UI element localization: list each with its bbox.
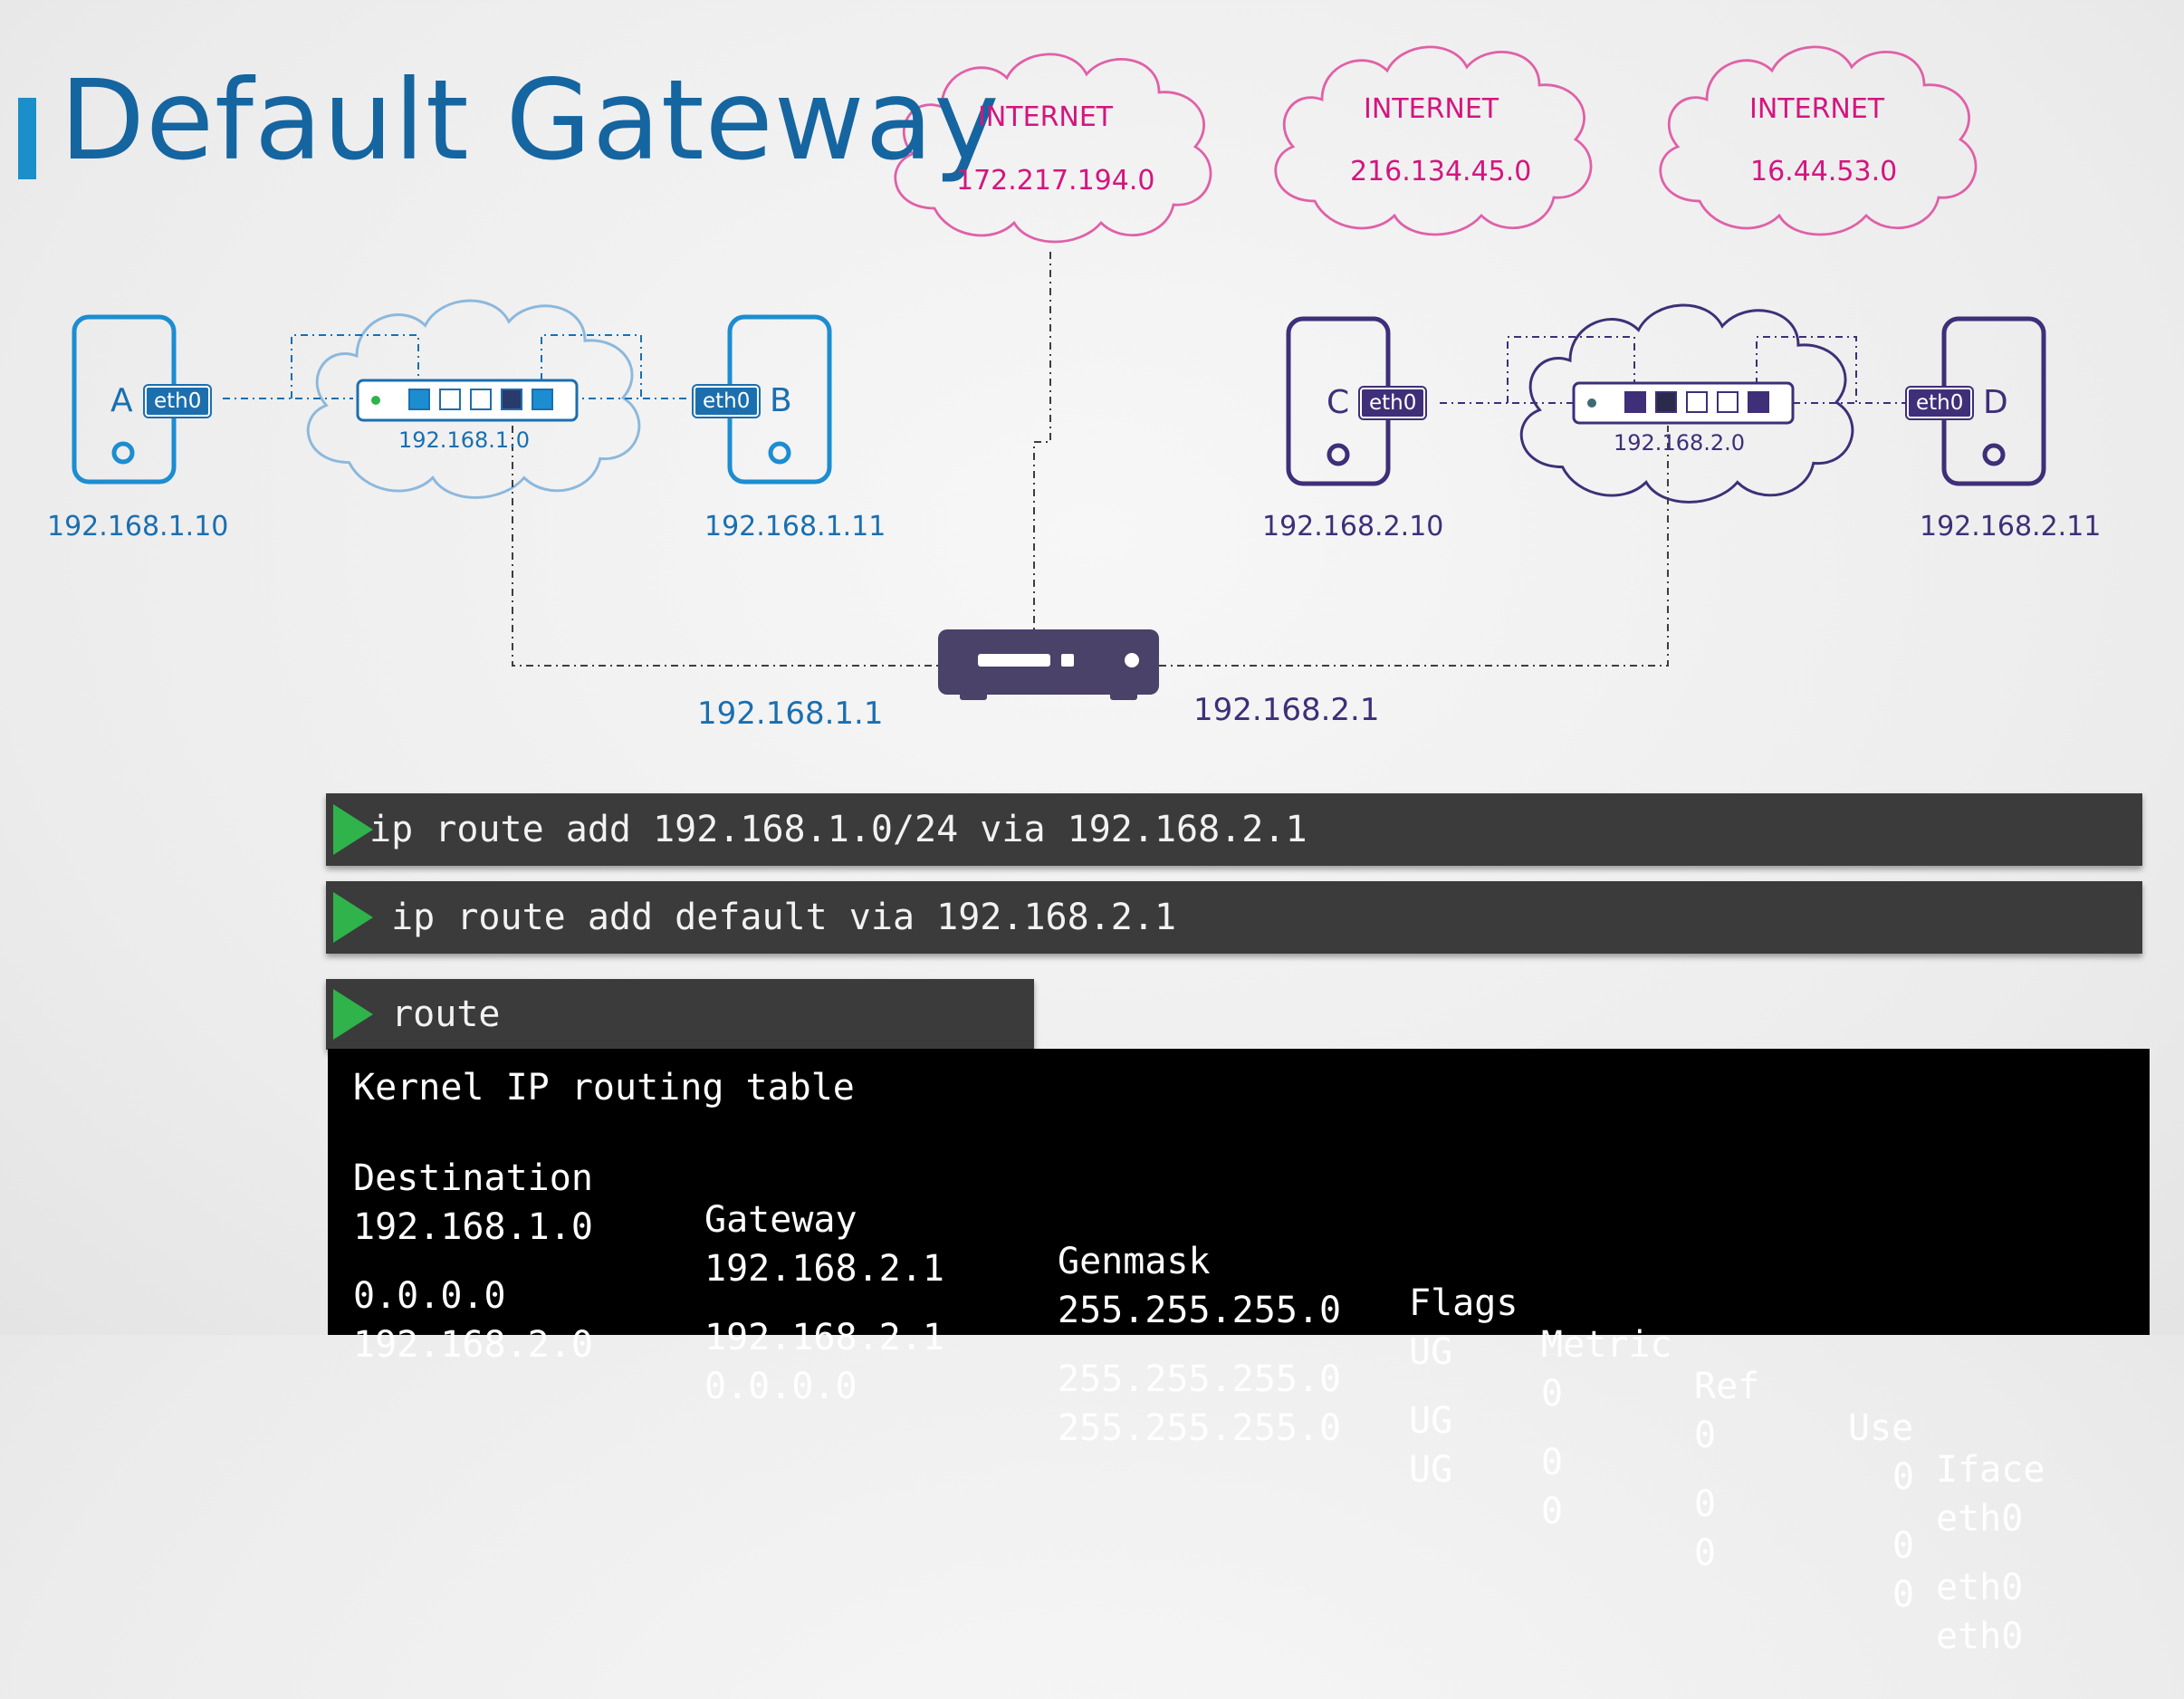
host-a-letter: A [110,382,133,419]
internet-2-label: INTERNET [1364,93,1499,125]
cell-use: 0 [1892,1574,1915,1616]
header-iface: Iface [1936,1449,2045,1491]
cell-metric: 0 [1541,1442,1564,1483]
internet-3-label: INTERNET [1749,93,1885,125]
switch-left [356,379,579,422]
header-genmask: Genmask [1058,1241,1211,1282]
command-bar-2: ip route add default via 192.168.2.1 [326,881,2142,954]
page-title: Default Gateway [60,56,1001,185]
routing-table-output: Kernel IP routing table Destination Gate… [328,1049,2150,1657]
cell-metric: 0 [1541,1373,1564,1415]
host-a-eth-badge: eth0 [145,386,211,417]
command-3-text: route [369,993,501,1035]
cell-ref: 0 [1694,1532,1717,1574]
header-metric: Metric [1541,1324,1672,1366]
header-use: Use [1848,1407,1914,1449]
cell-genmask: 255.255.255.0 [1058,1358,1342,1400]
cell-destination: 192.168.2.0 [353,1324,593,1366]
cell-ref: 0 [1694,1415,1717,1456]
header-flags: Flags [1409,1282,1518,1324]
prompt-play-icon [333,892,373,943]
internet-3-ip: 16.44.53.0 [1750,156,1898,187]
cell-iface: eth0 [1936,1567,2024,1608]
cell-genmask: 255.255.255.0 [1058,1290,1342,1331]
title-accent-bar [18,98,36,179]
host-d-eth-badge: eth0 [1907,388,1973,418]
router-left-ip: 192.168.1.1 [697,696,884,732]
cell-genmask: 255.255.255.0 [1058,1407,1342,1449]
cell-flags: UG [1409,1331,1453,1373]
host-d-ip: 192.168.2.11 [1920,511,2102,542]
switch-right-network: 192.168.2.0 [1614,430,1746,456]
host-a-ip: 192.168.1.10 [47,511,229,542]
header-destination: Destination [353,1157,593,1199]
internet-2-ip: 216.134.45.0 [1350,156,1532,187]
cell-use: 0 [1892,1525,1915,1567]
cell-destination: 192.168.1.0 [353,1206,593,1248]
command-bar-1: ip route add 192.168.1.0/24 via 192.168.… [326,793,2142,866]
command-2-text: ip route add default via 192.168.2.1 [369,897,1177,938]
prompt-play-icon [333,989,373,1040]
switch-left-network: 192.168.1.0 [398,427,531,453]
cell-flags: UG [1409,1449,1453,1491]
internet-1-ip: 172.217.194.0 [956,165,1155,197]
router-right-ip: 192.168.2.1 [1193,692,1380,728]
host-c-eth-badge: eth0 [1360,388,1426,418]
host-d-letter: D [1983,384,2008,421]
router-icon [938,629,1159,700]
cell-metric: 0 [1541,1491,1564,1532]
host-c-power-icon [1327,443,1350,466]
host-c-letter: C [1327,384,1350,421]
cell-use: 0 [1892,1456,1915,1498]
command-bar-3: route [326,979,1034,1050]
command-1-text: ip route add 192.168.1.0/24 via 192.168.… [369,809,1308,850]
cell-gateway: 192.168.2.1 [704,1317,944,1358]
internet-1-label: INTERNET [978,101,1114,133]
cell-iface: eth0 [1936,1616,2024,1657]
internet-cloud-2 [1276,47,1591,235]
cell-gateway: 0.0.0.0 [704,1366,857,1407]
internet-cloud-3 [1661,47,1976,235]
host-a-power-icon [111,441,135,465]
cell-iface: eth0 [1936,1498,2024,1540]
host-b-letter: B [770,382,792,419]
host-b-power-icon [768,441,791,465]
cell-ref: 0 [1694,1483,1717,1525]
routing-table-title: Kernel IP routing table [353,1067,855,1109]
switch-right [1572,381,1795,425]
cell-flags: UG [1409,1400,1453,1442]
header-ref: Ref [1694,1366,1760,1407]
cell-destination: 0.0.0.0 [353,1275,506,1317]
host-b-eth-badge: eth0 [694,386,760,417]
table-row: 192.168.2.0 0.0.0.0 255.255.255.0 UG 0 0… [353,1282,2023,1699]
host-d-power-icon [1982,443,2006,466]
prompt-play-icon [333,804,373,855]
diagram-stage: Default Gateway INTERNET 172.217.194.0 I… [18,0,2150,1657]
host-c-ip: 192.168.2.10 [1262,511,1444,542]
host-b-ip: 192.168.1.11 [704,511,886,542]
cell-gateway: 192.168.2.1 [704,1248,944,1290]
header-gateway: Gateway [704,1199,857,1241]
